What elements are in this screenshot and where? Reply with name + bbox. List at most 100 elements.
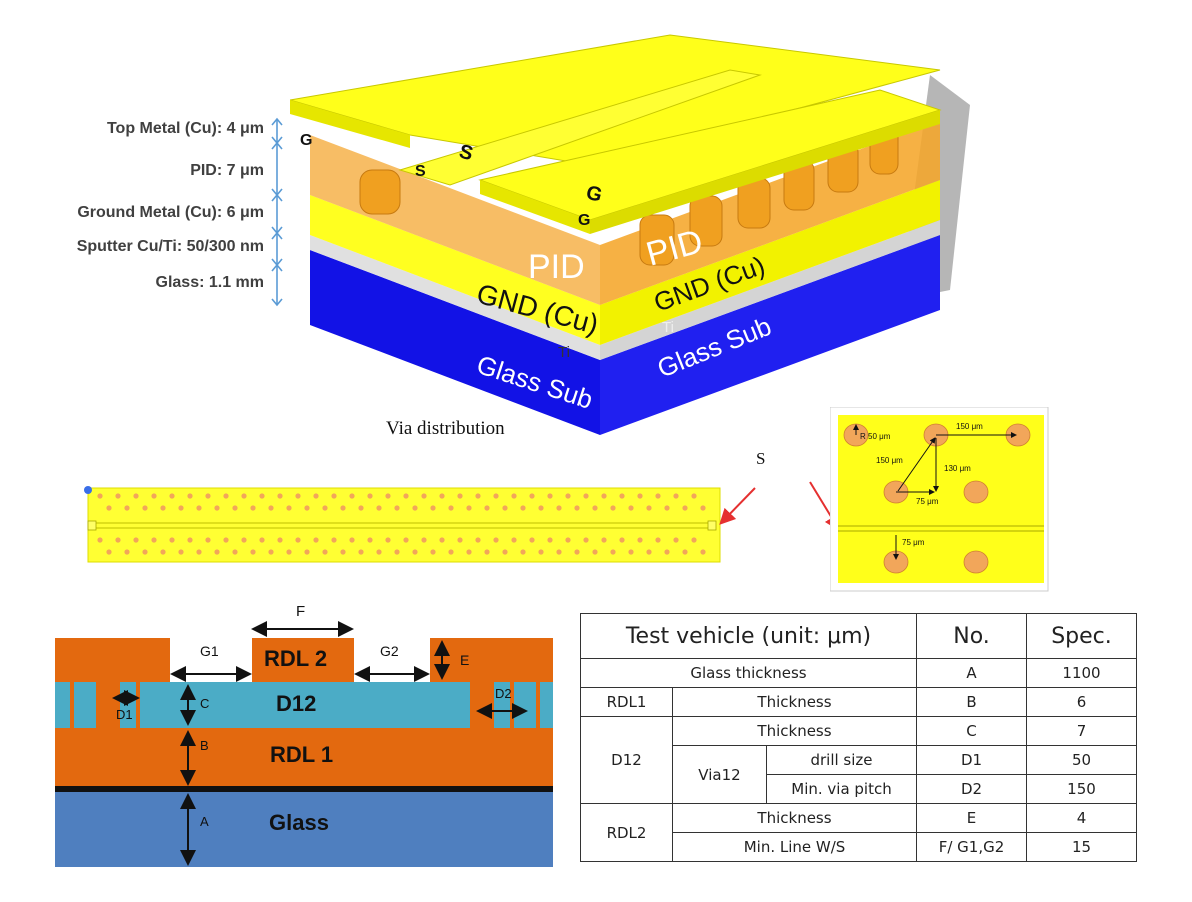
- via-dot: [682, 549, 688, 555]
- via-dot: [466, 505, 472, 511]
- via-dot: [583, 493, 589, 499]
- table-cell: C: [916, 716, 1027, 746]
- xs-label-b: B: [200, 738, 209, 753]
- via-dot: [691, 493, 697, 499]
- table-cell: 7: [1026, 716, 1137, 746]
- table-row: RDL1 Thickness B 6: [580, 687, 1137, 717]
- xs-label-f: F: [296, 603, 305, 620]
- via-dot: [304, 505, 310, 511]
- gnd-front-face: [310, 195, 600, 345]
- via-dot: [286, 505, 292, 511]
- table-header-spec: Spec.: [1026, 613, 1137, 659]
- table-cell: Min. Line W/S: [672, 832, 917, 862]
- via-dot: [547, 493, 553, 499]
- xs-label-g1: G1: [200, 643, 219, 659]
- via-distribution-title: Via distribution: [386, 418, 505, 439]
- via-dot: [142, 549, 148, 555]
- via-dot: [421, 537, 427, 543]
- table-cell: 50: [1026, 745, 1137, 775]
- via-dot: [601, 493, 607, 499]
- table-cell: Thickness: [672, 716, 917, 746]
- via-dot: [349, 537, 355, 543]
- via-dot: [691, 537, 697, 543]
- via-dot: [232, 549, 238, 555]
- via-dot: [250, 549, 256, 555]
- via-dot: [529, 537, 535, 543]
- cross-section-diagram: F G1 G2 RDL 2 E C D1 D12 D2 B RDL 1 A Gl…: [55, 603, 553, 867]
- table-row: Glass thickness A 1100: [580, 658, 1137, 688]
- table-header-no: No.: [916, 613, 1027, 659]
- xs-rdl2-left: [55, 638, 170, 682]
- via-dot: [241, 493, 247, 499]
- via-dot: [655, 537, 661, 543]
- stack-label-ground-metal: Ground Metal (Cu): 6 μm: [77, 204, 264, 221]
- via-dot: [259, 537, 265, 543]
- via-dot: [664, 505, 670, 511]
- table-header-vehicle: Test vehicle (unit: μm): [580, 613, 917, 659]
- model-label-s-top: S: [415, 163, 426, 180]
- via-dot: [304, 549, 310, 555]
- table-cell: D12: [580, 716, 673, 804]
- via-dot: [124, 505, 130, 511]
- xs-label-rdl2: RDL 2: [264, 646, 327, 671]
- xs-rdl2-center: [252, 638, 354, 682]
- xs-label-g2: G2: [380, 643, 399, 659]
- via-dot: [205, 493, 211, 499]
- table-cell: B: [916, 687, 1027, 717]
- via-dot: [313, 493, 319, 499]
- via-dot: [151, 493, 157, 499]
- table-cell: RDL2: [580, 803, 673, 862]
- via-dot: [394, 549, 400, 555]
- via-dot: [295, 493, 301, 499]
- via-dot: [637, 537, 643, 543]
- via-dot: [358, 505, 364, 511]
- via-dot: [619, 493, 625, 499]
- glass-front-face: [310, 250, 600, 435]
- via-dot: [187, 493, 193, 499]
- via-dot: [592, 505, 598, 511]
- via-dot: [268, 549, 274, 555]
- via-dot: [151, 537, 157, 543]
- zoom-label-horizontal: 75 μm: [916, 497, 939, 506]
- via-dot: [160, 549, 166, 555]
- via-dot: [376, 549, 382, 555]
- via-dot: [358, 549, 364, 555]
- via-dot: [133, 537, 139, 543]
- via-dot: [574, 549, 580, 555]
- via-distribution-strip: [84, 486, 721, 563]
- xs-label-rdl1: RDL 1: [270, 742, 333, 767]
- cpw-3d-model: G S S G G PID PID GND (Cu) GND (Cu) Ti T…: [290, 34, 970, 435]
- table-cell: 4: [1026, 803, 1137, 833]
- table-row: Via12 drill size D1 50: [581, 745, 1137, 804]
- via-dot: [511, 537, 517, 543]
- via-dot: [286, 549, 292, 555]
- via-dot: [457, 537, 463, 543]
- via-dot: [484, 505, 490, 511]
- via-dot: [646, 549, 652, 555]
- model-label-s-mid: S: [457, 141, 476, 166]
- via-dot: [205, 537, 211, 543]
- via-dot: [565, 537, 571, 543]
- table-cell: 1100: [1026, 658, 1137, 688]
- via-dot: [664, 549, 670, 555]
- xs-label-d12: D12: [276, 691, 316, 716]
- via-dot: [385, 537, 391, 543]
- stack-dimension-bracket: [271, 117, 283, 307]
- via-dot: [574, 505, 580, 511]
- via-dot: [646, 505, 652, 511]
- table-cell: F/ G1,G2: [916, 832, 1027, 862]
- via-dot: [475, 493, 481, 499]
- via-dot: [502, 505, 508, 511]
- via-dot: [538, 549, 544, 555]
- via-dot: [340, 549, 346, 555]
- via-dot: [493, 537, 499, 543]
- strip-port-right: [707, 520, 717, 531]
- via-dot: [538, 505, 544, 511]
- via-dot: [484, 549, 490, 555]
- via-dot: [214, 505, 220, 511]
- zoom-label-vertical: 130 μm: [944, 464, 971, 473]
- via-zoom-detail: R 50 μm 150 μm 150 μm 130 μm 75 μm 75 μm: [830, 407, 1049, 592]
- via-dot: [340, 505, 346, 511]
- via-dot: [115, 537, 121, 543]
- xs-label-d2: D2: [495, 686, 512, 701]
